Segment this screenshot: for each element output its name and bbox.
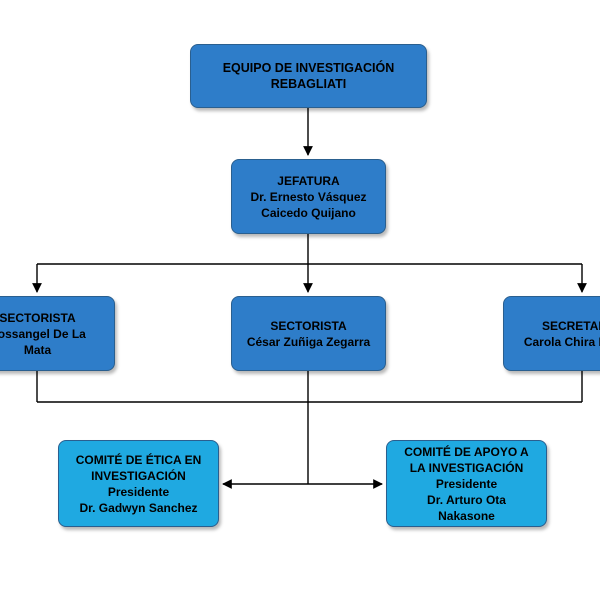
node-person: Mata [23,342,52,357]
node-person: Dr. Arturo Ota [427,492,506,507]
node-title: COMITÉ DE ÉTICA EN [75,452,202,467]
node-title: JEFATURA [277,173,340,188]
node-title: REBAGLIATI [270,77,347,91]
node-comite-apoyo: COMITÉ DE APOYO A LA INVESTIGACIÓN Presi… [386,440,547,527]
node-title: SECTORISTA [0,310,76,325]
node-title: LA INVESTIGACIÓN [409,460,524,475]
node-title: SECTORISTA [270,318,347,333]
node-person: Dr. Gadwyn Sanchez [79,500,198,515]
node-sectorista-2: SECTORISTA César Zuñiga Zegarra [231,296,386,371]
node-sectorista-1: SECTORISTA Rossangel De La Mata [0,296,115,371]
node-role: Presidente [107,484,170,499]
node-title: INVESTIGACIÓN [91,468,186,483]
node-role: Presidente [435,476,498,491]
node-secretaria: SECRETARIA Carola Chira Llanos [503,296,600,371]
node-person: César Zuñiga Zegarra [246,334,371,349]
node-person: Nakasone [438,508,495,523]
node-comite-etica: COMITÉ DE ÉTICA EN INVESTIGACIÓN Preside… [58,440,219,527]
node-title: SECRETARIA [541,318,600,333]
node-title: COMITÉ DE APOYO A [404,444,529,459]
node-equipo-investigacion: EQUIPO DE INVESTIGACIÓN REBAGLIATI [190,44,427,108]
node-jefatura: JEFATURA Dr. Ernesto Vásquez Caicedo Qui… [231,159,386,234]
node-person: Carola Chira Llanos [523,334,600,349]
node-person: Rossangel De La [0,326,86,341]
node-person: Caicedo Quijano [261,205,356,220]
node-person: Dr. Ernesto Vásquez [250,189,367,204]
node-title: EQUIPO DE INVESTIGACIÓN [222,61,395,75]
